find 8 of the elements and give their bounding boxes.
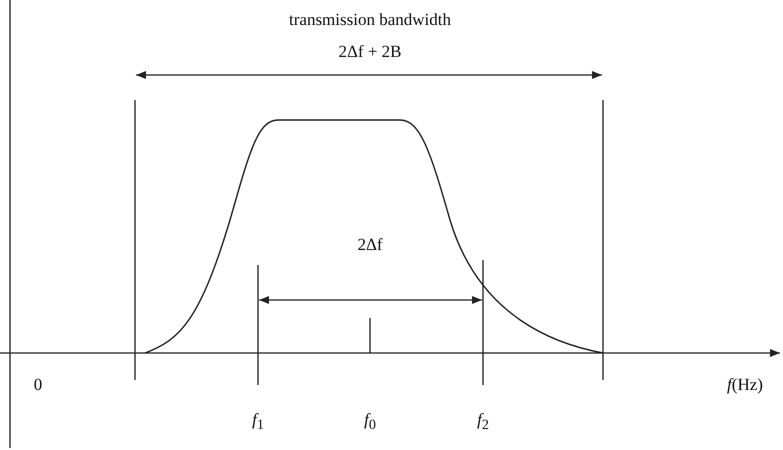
axis-label: f(Hz) [727,375,763,395]
dimension-label: 2Δf [357,235,383,255]
tick-label: f$_{1}$ [252,410,264,434]
axis-label: 0 [34,375,42,395]
tick-label: f$_{2}$ [477,410,489,434]
dimension-label: 2Δf + 2B [338,42,402,62]
tick-label: f$_{0}$ [364,410,376,434]
axis-title: transmission bandwidth [289,10,451,30]
